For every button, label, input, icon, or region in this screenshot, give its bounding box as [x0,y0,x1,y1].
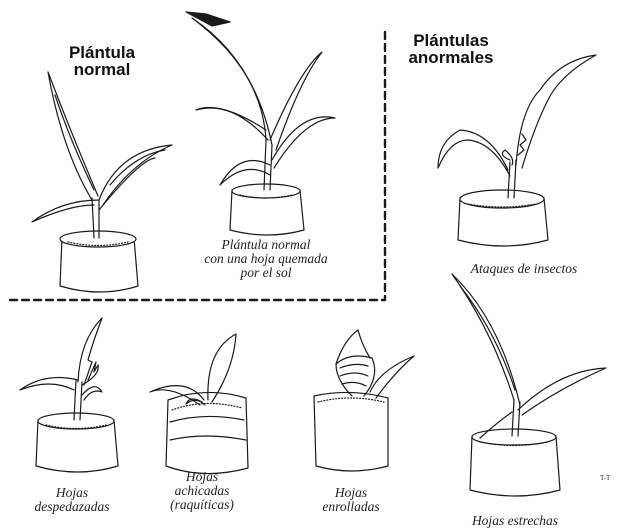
torn-leaves-seedling-drawing [20,318,118,472]
stunted-leaves-seedling-drawing [150,334,248,474]
sunburn-caption: Plántula normal con una hoja quemada por… [196,238,336,280]
caption-line: Plántula normal [196,238,336,252]
heading-line: anormales [408,49,494,66]
caption-line: Ataques de insectos [454,262,594,276]
abnormal-seedlings-heading: Plántulas anormales [408,32,494,66]
normal-seedling-heading: Plántula normal [64,44,140,78]
caption-line: enrolladas [306,500,396,514]
caption-line: con una hoja quemada [196,252,336,266]
heading-line: Plántulas [408,32,494,49]
rolled-leaves-caption: Hojas enrolladas [306,486,396,514]
caption-line: Hojas [306,486,396,500]
caption-line: despedazadas [22,500,122,514]
rolled-leaves-seedling-drawing [314,330,414,471]
caption-line: (raquíticas) [152,498,252,512]
caption-line: Hojas estrechas [450,514,580,528]
insect-attack-seedling-drawing [438,55,596,246]
caption-line: achicadas [152,484,252,498]
torn-leaves-caption: Hojas despedazadas [22,486,122,514]
caption-line: Hojas [22,486,122,500]
heading-line: normal [64,61,140,78]
stunted-leaves-caption: Hojas achicadas (raquíticas) [152,470,252,512]
caption-line: por el sol [196,266,336,280]
narrow-leaves-caption: Hojas estrechas [450,514,580,528]
normal-seedling-drawing [32,72,172,292]
artist-initials: T-T [600,474,610,482]
caption-line: Hojas [152,470,252,484]
narrow-leaves-seedling-drawing [452,274,606,496]
sunburn-seedling-drawing [186,12,335,235]
heading-line: Plántula [64,44,140,61]
insects-caption: Ataques de insectos [454,262,594,276]
